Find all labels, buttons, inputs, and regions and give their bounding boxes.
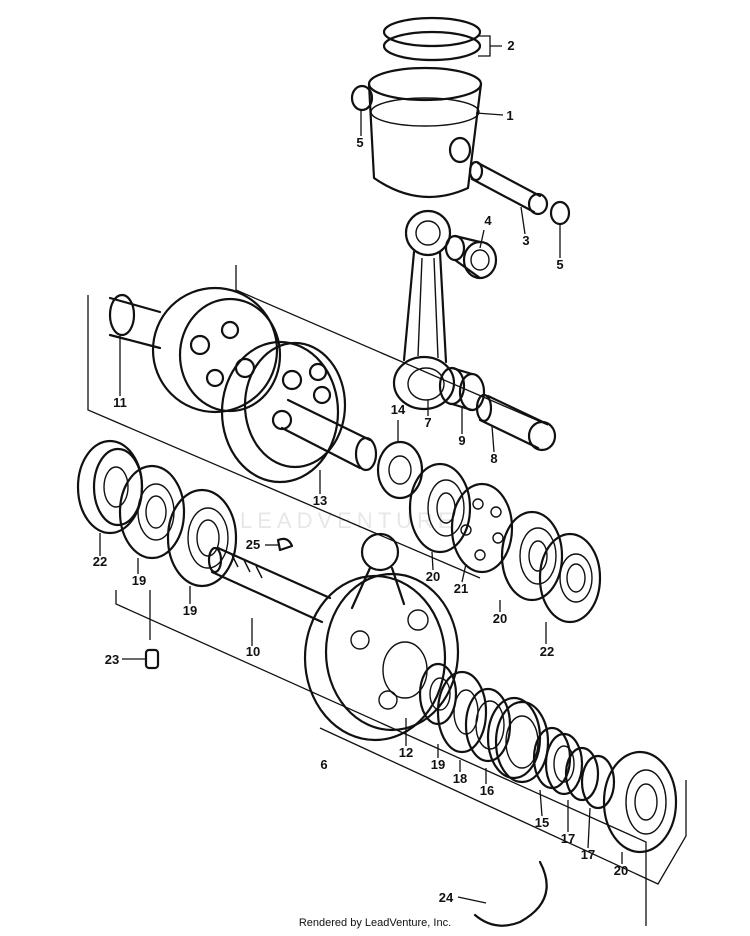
callout-23: 23 (105, 652, 119, 667)
bearing-right-upper-2[interactable] (500, 510, 564, 602)
bearing-left-outer[interactable] (166, 488, 238, 588)
circlip-1[interactable] (564, 746, 600, 802)
callout-20: 20 (426, 569, 440, 584)
oil-seal-left[interactable] (76, 439, 144, 535)
small-end-bearing[interactable] (444, 234, 498, 280)
crank-pin[interactable] (475, 393, 557, 452)
bearing-right-upper-1[interactable] (408, 462, 472, 554)
callout-12: 12 (399, 745, 413, 760)
callout-3: 3 (522, 233, 529, 248)
dowel-pin[interactable] (144, 648, 160, 670)
callout-6: 6 (320, 757, 327, 772)
assembly-guide-lines (87, 265, 687, 926)
seal-ring[interactable] (486, 696, 550, 784)
crank-half-right[interactable] (220, 340, 378, 484)
crankshaft-left-shaft[interactable] (207, 546, 332, 624)
footer-credit: Rendered by LeadVenture, Inc. (298, 917, 452, 929)
callout-25: 25 (246, 537, 260, 552)
callout-2: 2 (507, 38, 514, 53)
spacer[interactable] (532, 726, 584, 796)
callout-24: 24 (439, 890, 454, 905)
collar[interactable] (464, 687, 512, 763)
callout-19: 19 (431, 757, 445, 772)
bearing-right-end[interactable] (602, 750, 678, 854)
callout-17: 17 (561, 831, 575, 846)
leader-lines (99, 35, 623, 904)
snap-ring[interactable] (473, 860, 548, 927)
crank-half-left[interactable] (108, 286, 282, 414)
callout-7: 7 (424, 415, 431, 430)
callout-22: 22 (540, 644, 554, 659)
callout-19: 19 (132, 573, 146, 588)
callout-8: 8 (490, 451, 497, 466)
callout-20: 20 (493, 611, 507, 626)
callout-17: 17 (581, 847, 595, 862)
callout-22: 22 (93, 554, 107, 569)
piston-pin-clip-right[interactable] (549, 200, 571, 226)
thrust-washer[interactable] (376, 440, 424, 500)
callout-9: 9 (458, 433, 465, 448)
callout-15: 15 (535, 815, 549, 830)
callout-18: 18 (453, 771, 467, 786)
callout-5: 5 (556, 257, 563, 272)
callout-11: 11 (113, 395, 127, 410)
crankshaft-assembly[interactable] (303, 532, 460, 742)
callout-14: 14 (391, 402, 406, 417)
piston[interactable] (367, 66, 483, 198)
callout-21: 21 (454, 581, 468, 596)
bearing-cage[interactable] (450, 482, 514, 574)
callout-19: 19 (183, 603, 197, 618)
callout-4: 4 (484, 213, 492, 228)
callout-16: 16 (480, 783, 494, 798)
piston-pin[interactable] (468, 160, 549, 216)
woodruff-key[interactable] (276, 537, 294, 552)
callout-20: 20 (614, 863, 628, 878)
watermark-text: LEADVENTURE (240, 508, 458, 533)
callout-5: 5 (356, 135, 363, 150)
connecting-rod[interactable] (392, 209, 456, 411)
callout-10: 10 (246, 644, 260, 659)
oil-seal-right[interactable] (538, 532, 602, 624)
piston-pin-clip-left[interactable] (350, 84, 374, 112)
callout-1: 1 (506, 108, 513, 123)
callout-13: 13 (313, 493, 327, 508)
circlip-2[interactable] (580, 754, 616, 810)
piston-rings[interactable] (382, 16, 482, 62)
callout-labels: 2 1 5 4 3 5 11 14 7 9 8 13 25 22 19 20 2… (93, 38, 628, 905)
